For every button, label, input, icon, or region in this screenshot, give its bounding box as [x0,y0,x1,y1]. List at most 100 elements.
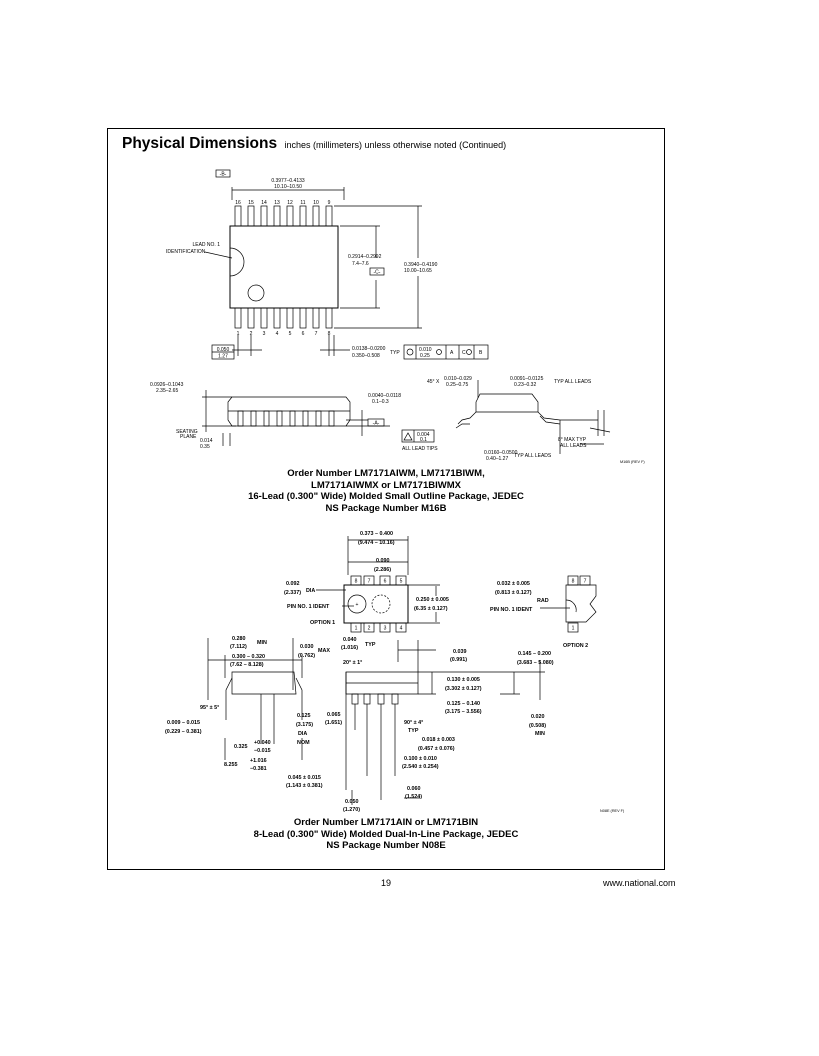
pin-label: 13 [274,200,280,206]
pin-label: 4 [400,626,403,632]
pin-label: 5 [400,579,403,585]
dim-text: 90° ± 4° [404,720,423,726]
dim-text: (0.457 ± 0.076) [418,746,455,752]
pin-label: 9 [328,200,331,206]
caption-line: Order Number LM7171AIWM, LM7171BIWM, [287,468,485,479]
seating-plane: SEATING [176,429,198,435]
option-label: OPTION 2 [563,643,588,649]
dim-text: (2.337) [284,590,301,596]
pin-label: 8 [572,579,575,585]
dim-text: TYP ALL LEADS [554,379,592,385]
caption-line: Order Number LM7171AIN or LM7171BIN [293,817,479,828]
dim-text: 0.3940–0.4190 [404,262,438,268]
pin-label: 1 [572,626,575,632]
dim-text: 0.050 [345,799,359,805]
seating-plane: PLANE [180,434,197,440]
dim-text: (1.016) [341,645,358,651]
dim-text: TYP [408,728,419,734]
page-subtitle: inches (millimeters) unless otherwise no… [284,140,507,150]
lead-ident: LEAD NO. 1 [192,242,220,248]
dim-text: ALL LEADS [560,443,587,449]
caption-line: NS Package Number N08E [326,840,446,851]
dim-text: 1.27 [218,354,228,360]
lead-ident: IDENTIFICATION [166,249,206,255]
fcf-datum: A [450,350,454,356]
dim-text: 0.280 [232,636,246,642]
dim-text: (2.540 ± 0.254) [402,764,439,770]
dim-text: 0.100 ± 0.010 [404,756,437,762]
dim-text: DIA [298,731,307,737]
pin-label: 16 [235,200,241,206]
dim-text: 8.255 [224,762,238,768]
dim-text: 0.350–0.508 [352,353,380,359]
caption-line: LM7171AIWMX or LM7171BIWMX [311,479,461,491]
dim-text: 0.030 [300,644,314,650]
dim-text: DIA [306,588,315,594]
pin1-ident: PIN NO. 1 IDENT [287,604,330,610]
dim-text: 0.004 [417,432,430,438]
dim-text: 0.0138–0.0200 [352,346,386,352]
pin-label: 8 [355,579,358,585]
dim-text: 0.039 [453,649,467,655]
dim-text: 0.0040–0.0118 [368,393,401,399]
dim-text: 0.300 – 0.320 [232,654,265,660]
dim-text: −0.381 [250,766,267,772]
dim-text: (6.35 ± 0.127) [414,606,448,612]
page-title: Physical Dimensions [122,135,278,152]
fcf-datum: B [479,350,483,356]
pin-label: 4 [276,331,279,337]
footer-url[interactable]: www.national.com [603,878,676,888]
dim-text: 0.018 ± 0.003 [422,737,455,743]
drawing-id: M16B (REV F) [620,460,645,464]
dim-text: 0.125 – 0.140 [447,701,480,707]
dim-text: +1.016 [250,758,267,764]
pin-label: 1 [237,331,240,337]
dim-text: +0.040 [254,740,271,746]
dim-text: 0.1–0.3 [372,399,389,405]
dim-text: 0.010 [419,347,432,353]
dim-text: 8° MAX TYP [558,437,587,443]
dim-text: (1.651) [325,720,342,726]
dim-text: (9.474 – 10.16) [358,540,395,546]
page-number: 19 [381,878,392,888]
dim-text: TYP ALL LEADS [514,453,552,459]
option-label: OPTION 1 [310,620,335,626]
dim-text: 0.25 [420,353,430,359]
pin1-mark: + [356,602,359,608]
pin-label: 1 [355,626,358,632]
dim-text: 0.020 [531,714,545,720]
pin-label: 7 [315,331,318,337]
dim-text: 0.045 ± 0.015 [288,775,321,781]
dim-text: 0.010–0.029 [444,376,472,382]
dim-text: (1.270) [343,807,360,813]
drawing-id: N08E (REV F) [600,809,625,813]
dim-text: 0.092 [286,581,300,587]
pin-label: 12 [287,200,293,206]
dim-text: 0.040 [343,637,357,643]
pin-label: 3 [263,331,266,337]
dim-text: 0.23–0.32 [514,382,536,388]
pin-label: 11 [300,200,305,206]
pin-label: 6 [302,331,305,337]
dim-text: (1.143 ± 0.381) [286,783,323,789]
dim-text: 0.032 ± 0.005 [497,581,530,587]
caption-line: 16-Lead (0.300" Wide) Molded Small Outli… [248,491,524,502]
dim-text: 0.009 – 0.015 [167,720,200,726]
dim-text: 0.2914–0.2992 [348,254,382,260]
dim-text: 0.0926–0.1043 [150,382,184,388]
caption-line: NS Package Number M16B [325,502,447,514]
dim-text: MIN [257,640,267,646]
pin-label: 6 [384,579,387,585]
dim-text: MAX [318,648,330,654]
dim-text: (0.762) [298,653,315,659]
pin-label: 8 [328,331,331,337]
package-caption-n08e: Order Number LM7171AIN or LM7171BIN 8-Le… [107,817,665,852]
pin1-ident: PIN NO. 1 IDENT [490,607,533,613]
dim-text: 0.250 ± 0.005 [416,597,449,603]
datum-c: -C- [374,270,381,276]
dim-text: 7.4–7.6 [352,261,369,267]
dim-text: (0.229 – 0.381) [165,729,202,735]
dim-text: 0.050 [217,347,230,353]
pin-label: 2 [368,626,371,632]
